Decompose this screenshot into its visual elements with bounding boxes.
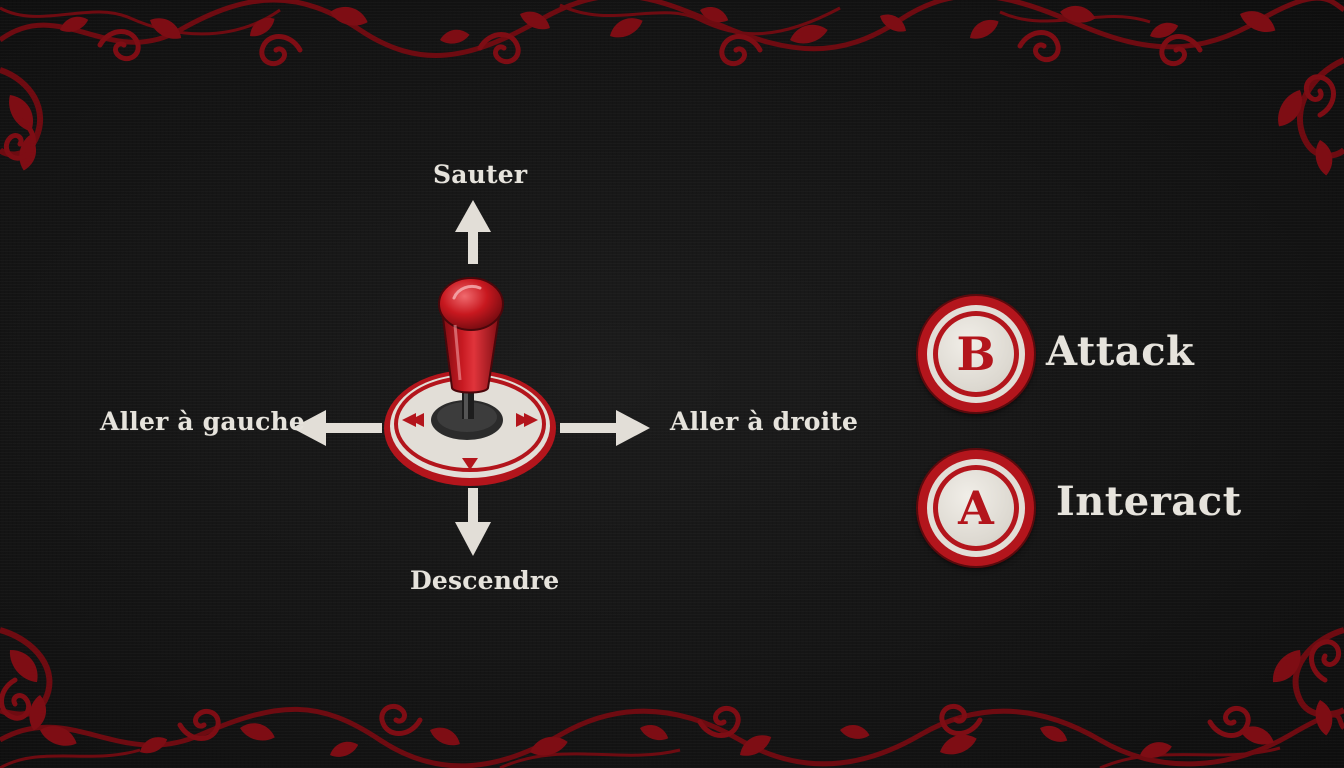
top-vine-ornament [0, 0, 1344, 64]
top-right-corner-ornament [1271, 57, 1344, 177]
arrow-up-icon [455, 200, 491, 264]
a-button[interactable]: A [918, 450, 1034, 566]
bottom-left-corner-ornament [0, 627, 53, 733]
a-button-letter: A [958, 481, 994, 535]
bottom-vine-ornament [0, 706, 1344, 768]
arrow-left-icon [292, 410, 382, 446]
attack-label: Attack [1046, 328, 1195, 375]
top-left-corner-ornament [0, 67, 43, 173]
b-button-letter: B [956, 327, 996, 381]
b-button[interactable]: B [918, 296, 1034, 412]
arrow-right-icon [560, 410, 650, 446]
move-left-label: Aller à gauche [100, 407, 306, 436]
interact-label: Interact [1056, 478, 1242, 525]
bottom-right-corner-ornament [1266, 627, 1344, 737]
descend-label: Descendre [410, 566, 560, 595]
move-right-label: Aller à droite [670, 407, 859, 436]
arrow-down-icon [455, 488, 491, 556]
jump-label: Sauter [433, 160, 528, 189]
arcade-joystick-icon [384, 277, 556, 486]
